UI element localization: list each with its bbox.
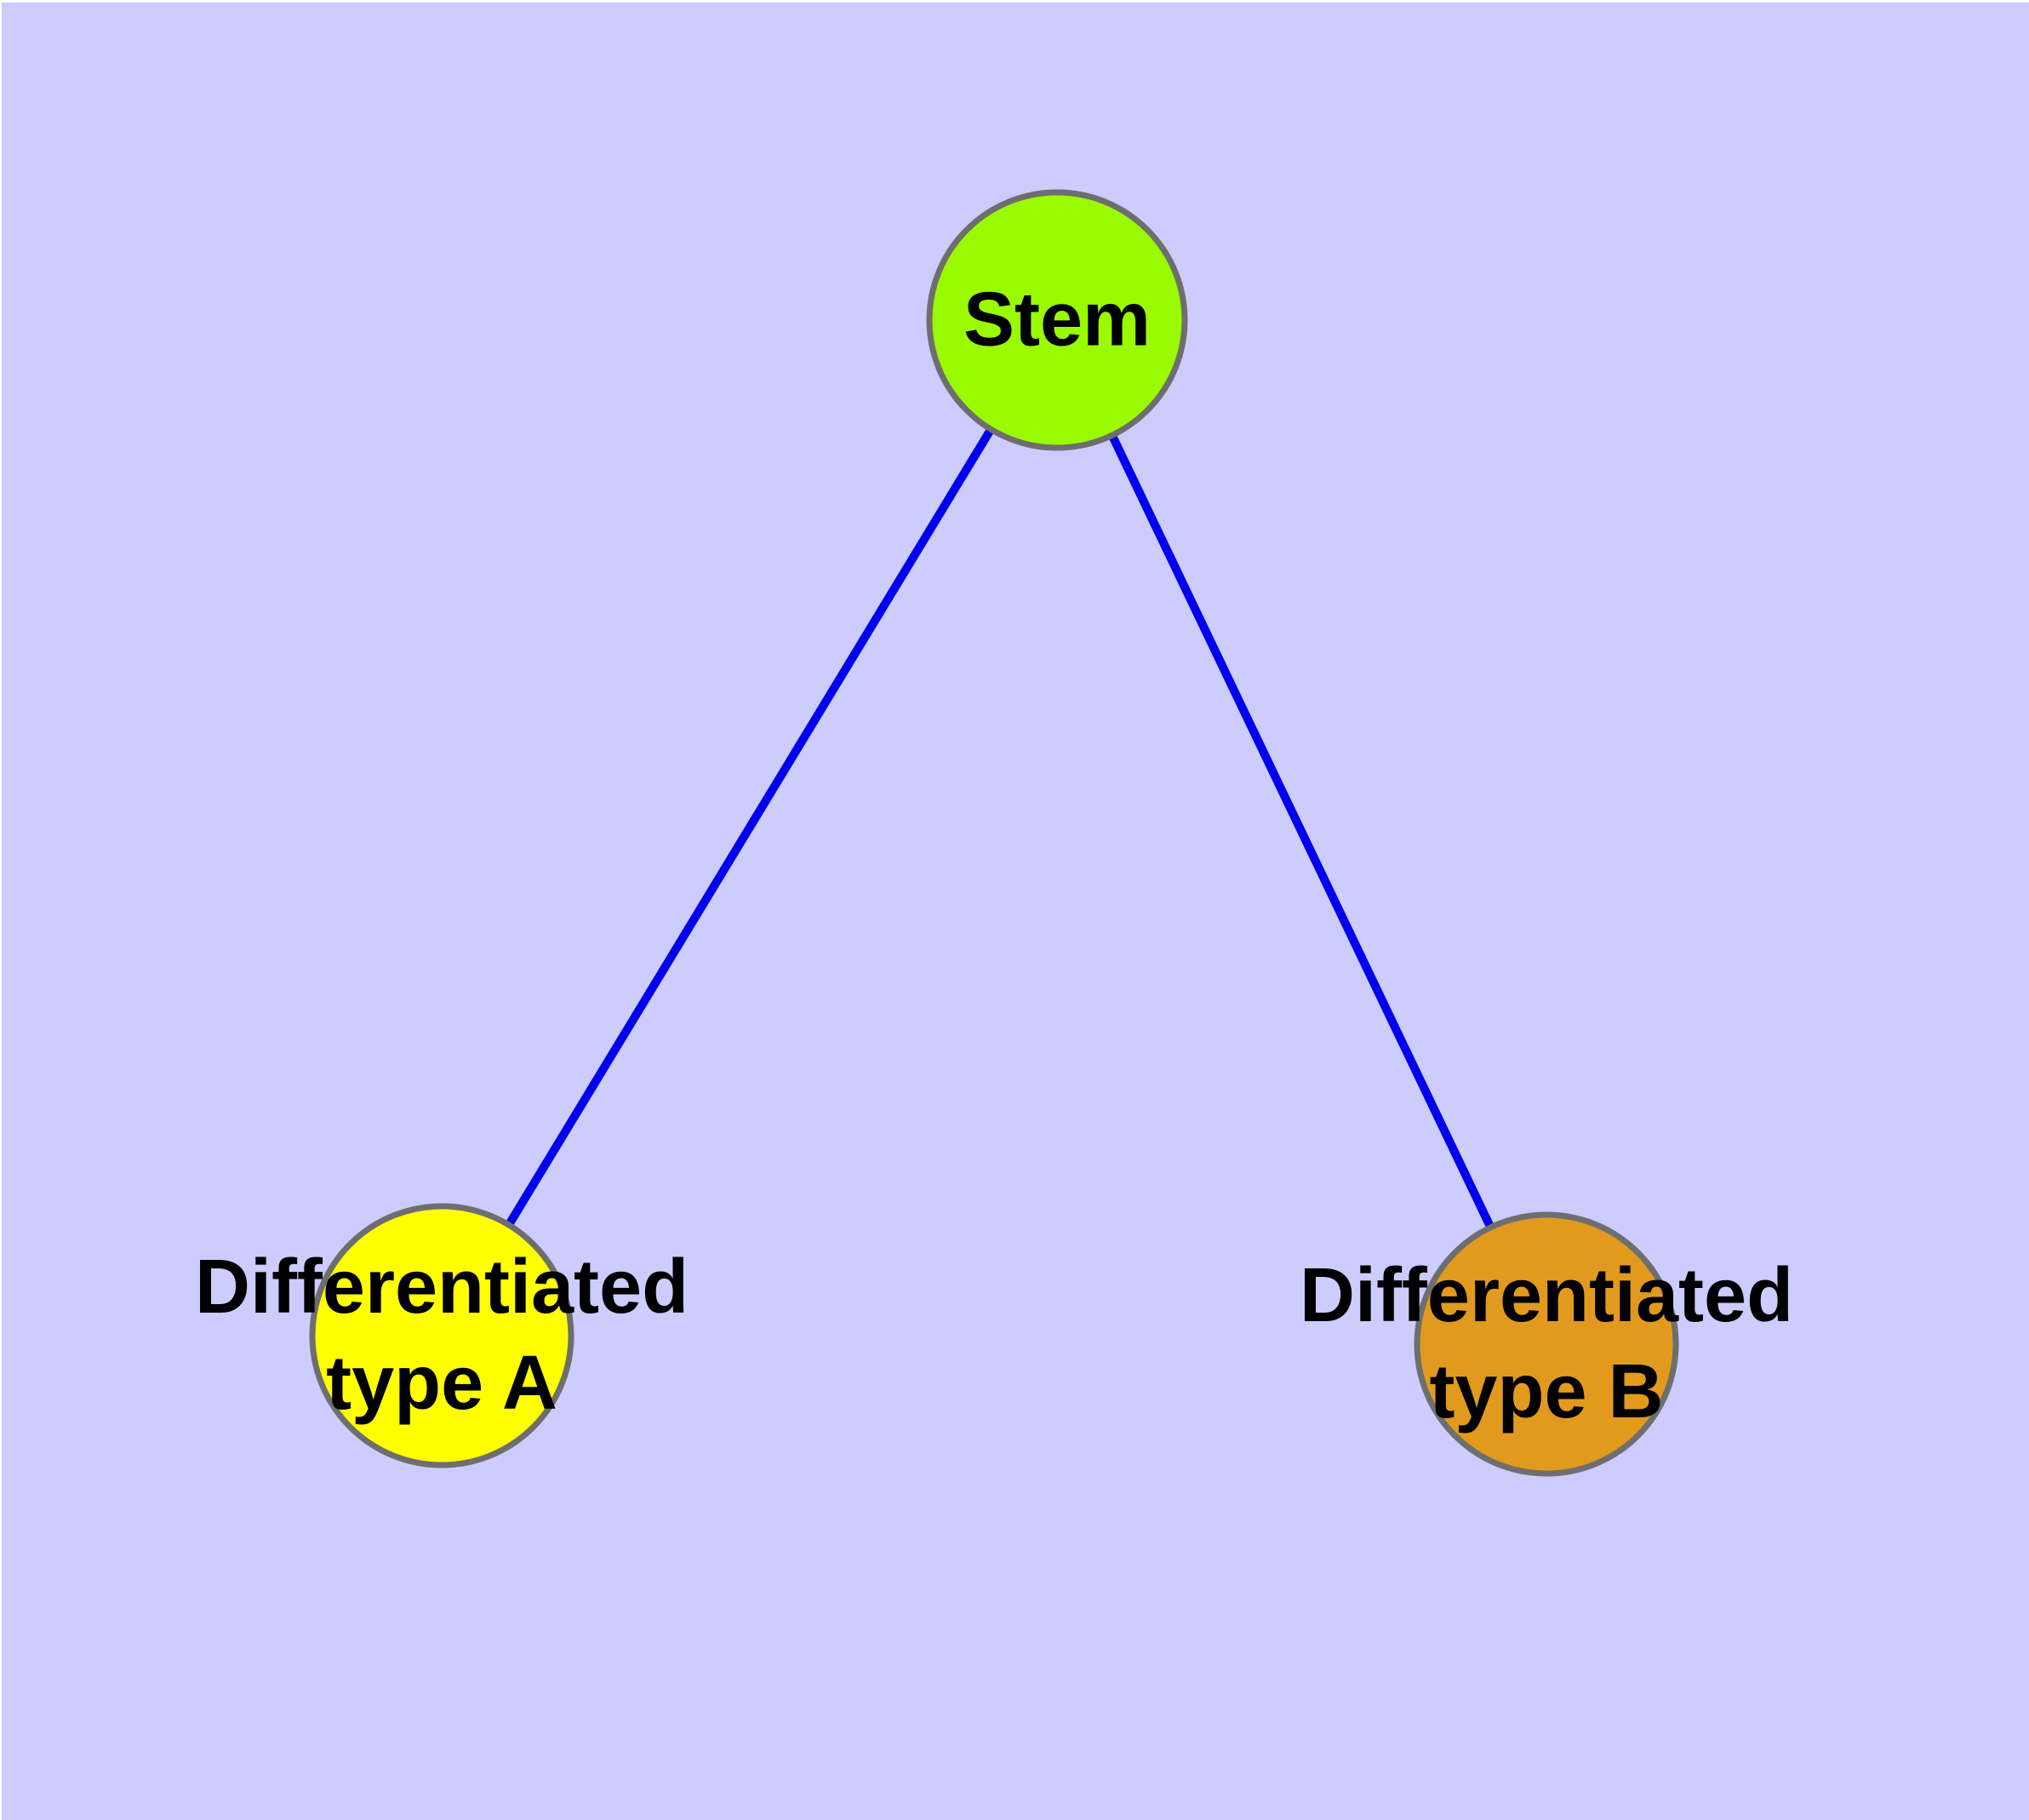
diagram-canvas: Stem Differentiated type A Differentiate… <box>2 3 2029 1820</box>
type-b-node-circle <box>1414 1211 1679 1477</box>
edge-stem-to-type-a <box>437 318 1061 1338</box>
edge-stem-to-type-b <box>1053 318 1551 1347</box>
type-a-node-circle <box>309 1203 574 1468</box>
stem-node-circle <box>926 189 1188 451</box>
graph-svg <box>309 189 1679 1477</box>
